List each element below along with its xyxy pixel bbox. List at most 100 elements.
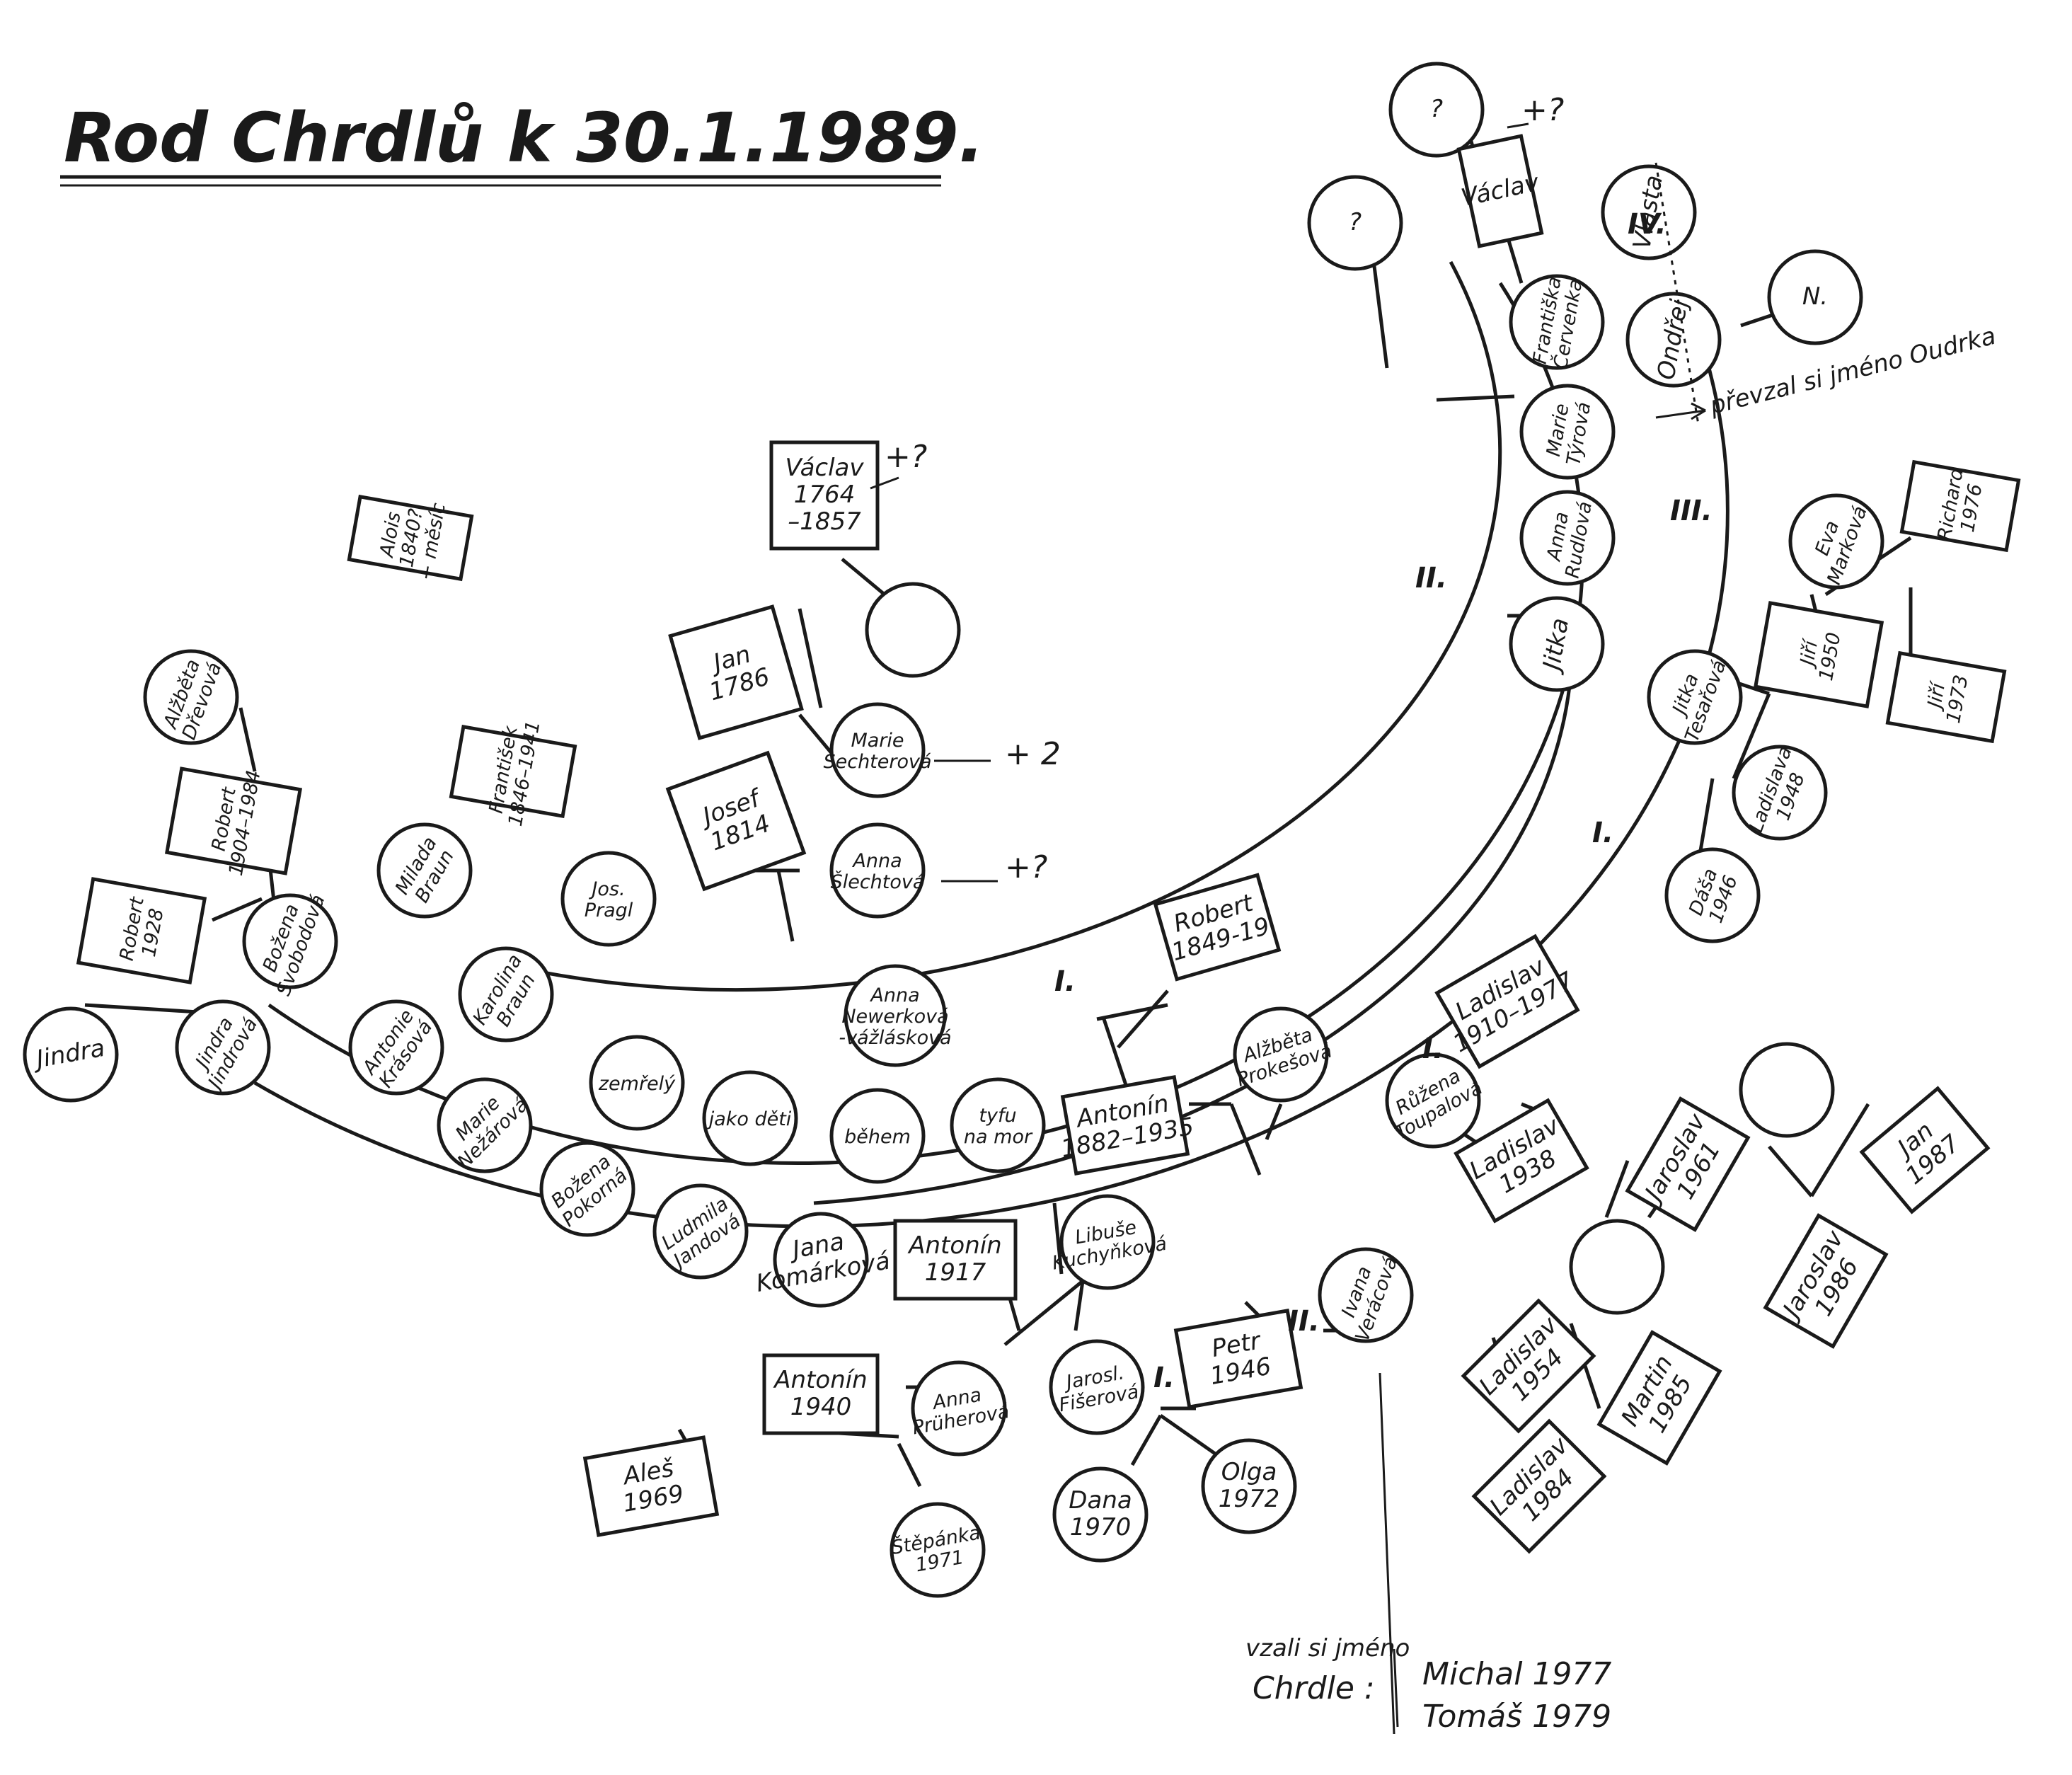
generation-label-i-petr: I. xyxy=(1153,1362,1175,1394)
person-shape xyxy=(1434,934,1580,1069)
annotation-tomas: Tomáš 1979 xyxy=(1422,1699,1611,1735)
person-shape xyxy=(1153,873,1282,982)
person-shape xyxy=(1519,384,1616,480)
person-nodes: ??VáclavFrantiškaČervenkaMarieTýrováAnna… xyxy=(23,62,2021,1598)
person-label-line: Olga xyxy=(1221,1458,1277,1486)
person-shape xyxy=(1753,601,1884,708)
person-shape xyxy=(1625,1096,1751,1232)
person-shape xyxy=(1647,649,1743,745)
person-shape xyxy=(844,964,947,1067)
person-shape xyxy=(582,1435,720,1537)
person-label-line: 1764 xyxy=(794,481,856,509)
person-shape xyxy=(665,750,807,892)
person-vaclav-1764-spouse xyxy=(865,582,961,678)
person-shape xyxy=(589,1035,685,1131)
annotation-plus-unknown-4: +? xyxy=(1521,92,1564,128)
person-jarka-mother xyxy=(1739,1042,1835,1138)
arc-lower xyxy=(813,672,1573,1205)
person-shape xyxy=(1788,493,1884,590)
person-label-line: jako děti xyxy=(706,1108,792,1130)
person-shape xyxy=(1601,164,1697,260)
person-shape xyxy=(1060,1075,1190,1176)
person-shape xyxy=(1899,459,2021,553)
person-shape xyxy=(769,440,880,551)
generation-label-ii: II. xyxy=(1415,562,1447,594)
person-shape xyxy=(539,1141,635,1237)
generation-label-i-right: I. xyxy=(1592,817,1613,849)
person-shape xyxy=(1664,847,1761,943)
person-shape xyxy=(76,877,207,984)
person-ondrej-spouse: N. xyxy=(1767,249,1863,345)
person-shape xyxy=(1763,1213,1889,1349)
person-shape xyxy=(348,999,444,1096)
person-jitka: Jitka xyxy=(1509,596,1605,692)
person-label-line: 1917 xyxy=(925,1258,986,1287)
person-shape xyxy=(1456,134,1544,248)
person-josefa-pragl: Jos.Pragl xyxy=(560,851,657,947)
person-shape xyxy=(1596,1330,1722,1466)
person-label-line: Sechterová xyxy=(823,751,931,773)
person-label-line: ? xyxy=(1349,208,1362,236)
person-label-line: ? xyxy=(1430,95,1443,123)
person-label-line: -vážlásková xyxy=(839,1027,951,1049)
person-shape xyxy=(702,1070,798,1166)
person-label-line: Marie xyxy=(851,730,904,752)
person-shape xyxy=(865,582,961,678)
generation-label-i-mid: I. xyxy=(1054,965,1076,998)
person-label-line: Anna xyxy=(869,984,919,1006)
person-label-line: tyfu xyxy=(979,1105,1016,1127)
person-shape xyxy=(652,1183,749,1280)
annotation-took-name-arrow xyxy=(1655,409,1706,419)
person-shape xyxy=(1233,1006,1329,1103)
annotation-leader-3 xyxy=(870,476,899,490)
person-shape xyxy=(1739,1042,1835,1138)
person-shape xyxy=(1388,62,1485,158)
person-shape xyxy=(890,1502,986,1598)
person-shape xyxy=(1461,1298,1596,1434)
person-label-line: Newerková xyxy=(841,1006,948,1028)
person-label-line: Pragl xyxy=(585,900,633,921)
person-shape xyxy=(1201,1438,1297,1534)
person-shape xyxy=(829,822,926,919)
person-shape xyxy=(449,724,577,819)
person-vlasta: Vlasta xyxy=(1601,164,1697,260)
ondrej-dashed-link xyxy=(1654,162,1700,425)
separator-line-names xyxy=(1393,1648,1399,1728)
person-shape xyxy=(1471,1418,1607,1554)
person-label-line: zemřelý xyxy=(598,1073,676,1095)
person-shape xyxy=(1385,1052,1481,1149)
person-vaclav-top-spouse: Václav xyxy=(1456,134,1544,248)
person-label-line: Antonín xyxy=(907,1231,1001,1260)
person-jarosl-fiserova: Jarosl.Fišerová xyxy=(1049,1339,1145,1435)
generation-label-iv: IV. xyxy=(1628,208,1667,241)
person-jindra-left: Jindra xyxy=(23,1006,119,1103)
separator-line-bottom xyxy=(1379,1372,1395,1735)
person-label-line: N. xyxy=(1802,282,1828,311)
